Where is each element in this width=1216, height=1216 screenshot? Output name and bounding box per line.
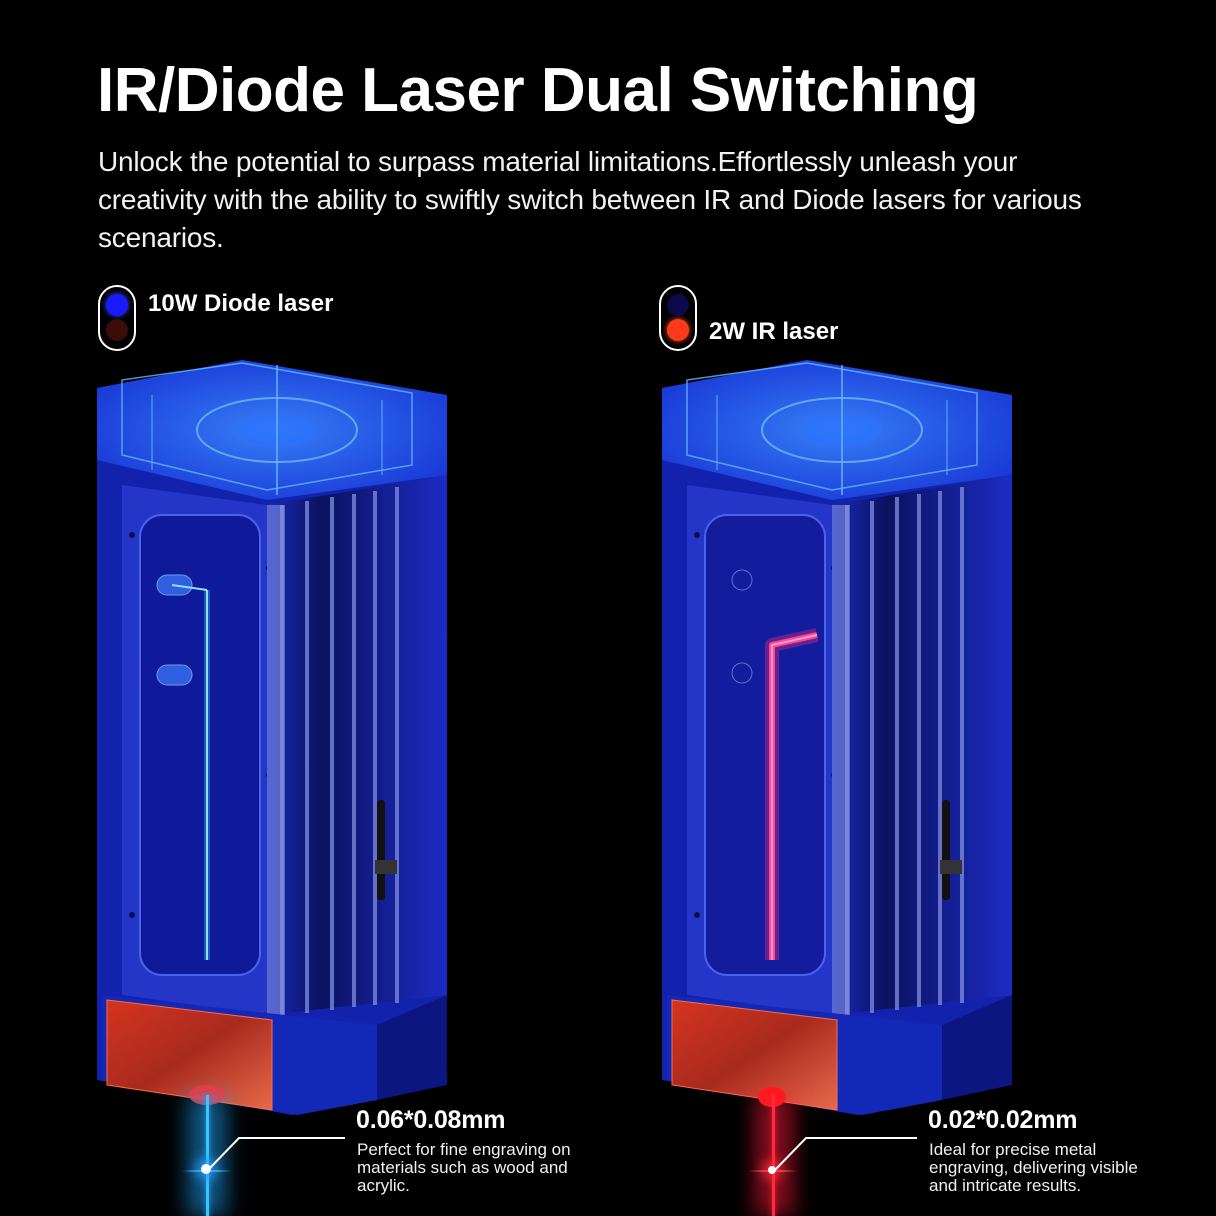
ir-spot-size: 0.02*0.02mm bbox=[928, 1106, 1078, 1134]
diode-beam bbox=[206, 1095, 209, 1216]
diode-leader-line bbox=[206, 1137, 345, 1172]
diode-spot-size: 0.06*0.08mm bbox=[356, 1106, 506, 1134]
page-subtitle: Unlock the potential to surpass material… bbox=[98, 146, 1082, 253]
page-title: IR/Diode Laser Dual Switching bbox=[97, 56, 979, 125]
diode-laser-label: 10W Diode laser bbox=[148, 290, 334, 317]
indicator-dot-inactive bbox=[667, 294, 689, 316]
ir-laser-module-image bbox=[657, 355, 1017, 1115]
ir-focal-point bbox=[768, 1166, 776, 1174]
indicator-dot-inactive bbox=[106, 319, 128, 341]
diode-spec-description: Perfect for fine engraving on materials … bbox=[357, 1140, 571, 1195]
ir-leader-line bbox=[773, 1137, 917, 1172]
ir-spec-description: Ideal for precise metal engraving, deliv… bbox=[929, 1140, 1138, 1195]
indicator-dot-active bbox=[106, 294, 128, 316]
diode-laser-module-image bbox=[92, 355, 452, 1115]
ir-beam bbox=[772, 1095, 775, 1216]
diode-indicator bbox=[98, 285, 136, 351]
ir-laser-label: 2W IR laser bbox=[709, 318, 839, 345]
indicator-dot-active bbox=[667, 319, 689, 341]
diode-focal-point bbox=[201, 1164, 211, 1174]
ir-indicator bbox=[659, 285, 697, 351]
